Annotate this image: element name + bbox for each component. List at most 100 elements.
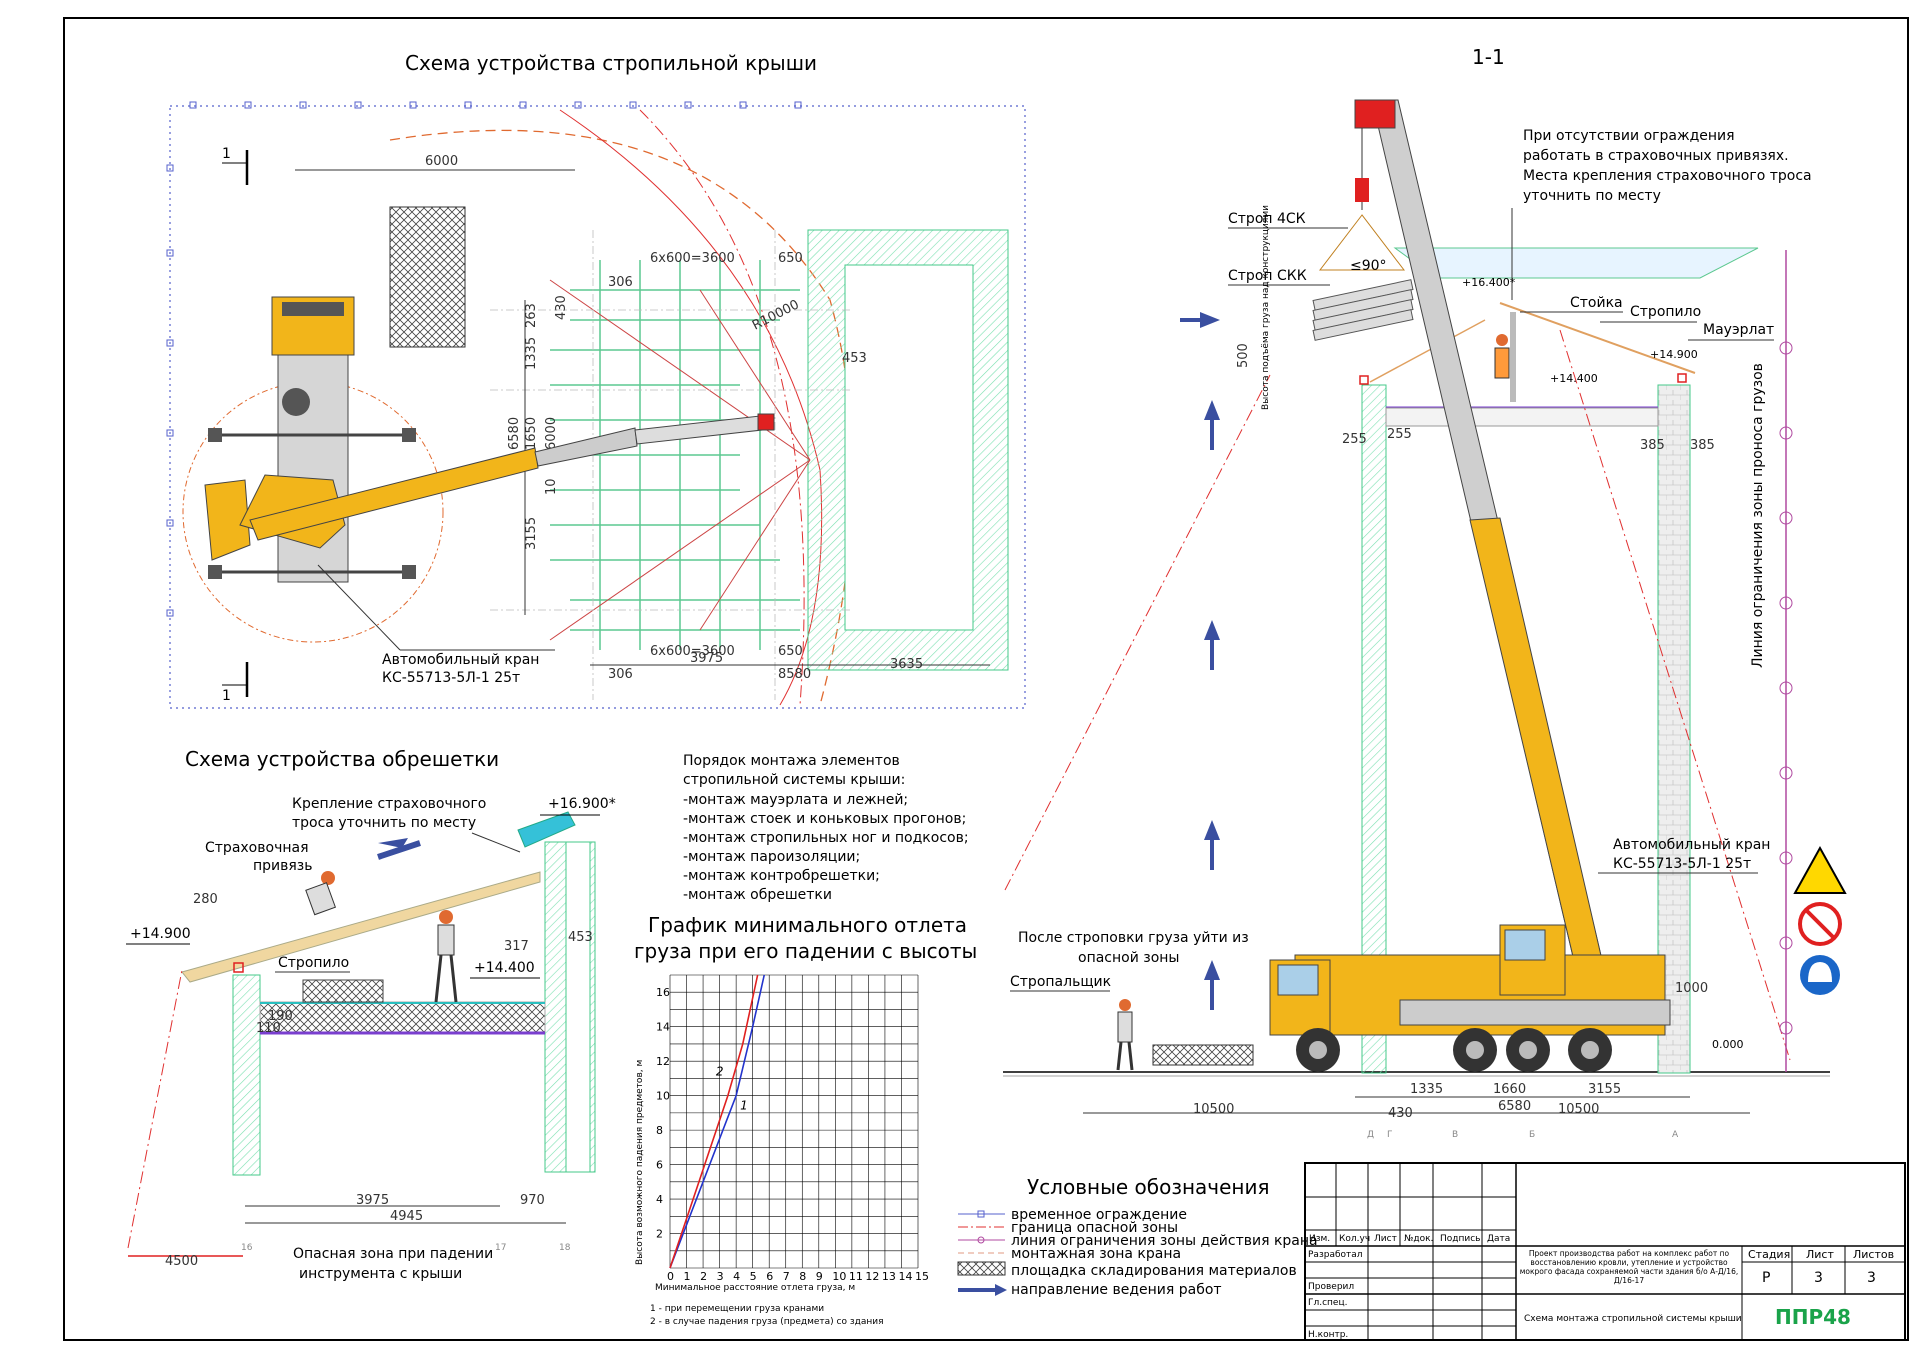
svg-text:Б: Б: [1529, 1130, 1535, 1140]
svg-text:Подпись: Подпись: [1440, 1234, 1480, 1244]
svg-text:-монтаж стоек и коньковых прог: -монтаж стоек и коньковых прогонов;: [683, 811, 966, 827]
svg-text:Р: Р: [1762, 1270, 1770, 1286]
svg-text:Мауэрлат: Мауэрлат: [1703, 322, 1774, 338]
svg-text:306: 306: [608, 275, 633, 290]
chart-x-tick: 4: [733, 1270, 740, 1283]
svg-text:стропильной системы крыши:: стропильной системы крыши:: [683, 772, 905, 788]
svg-text:18: 18: [559, 1243, 571, 1253]
svg-text:6000: 6000: [425, 154, 458, 169]
svg-text:-монтаж мауэрлата и лежней;: -монтаж мауэрлата и лежней;: [683, 792, 908, 808]
svg-text:Н.контр.: Н.контр.: [1308, 1330, 1348, 1340]
svg-text:Дата: Дата: [1487, 1234, 1510, 1244]
svg-text:троса уточнить по месту: троса уточнить по месту: [292, 815, 476, 831]
svg-text:16: 16: [241, 1243, 253, 1253]
svg-text:В: В: [1452, 1130, 1458, 1140]
svg-text:+14.900: +14.900: [130, 926, 191, 942]
chart-y-tick: 14: [656, 1021, 670, 1034]
svg-text:Высота подъёма груза над конст: Высота подъёма груза над конструкциями: [1261, 205, 1271, 410]
svg-text:граница опасной зоны: граница опасной зоны: [1011, 1220, 1178, 1236]
svg-text:3: 3: [1814, 1270, 1823, 1286]
svg-text:Стропило: Стропило: [278, 955, 349, 971]
legend: Условные обозначения временное ограждени…: [957, 1175, 1318, 1298]
svg-text:направление ведения работ: направление ведения работ: [1011, 1282, 1222, 1298]
chart-series-line: [669, 974, 759, 1269]
battens-scheme-title: Схема устройства обрешетки: [185, 747, 499, 771]
svg-text:6000: 6000: [544, 417, 559, 450]
chart-series: 12: [669, 974, 766, 1269]
svg-text:Стойка: Стойка: [1570, 295, 1623, 311]
chart-x-tick: 8: [799, 1270, 806, 1283]
chart-x-tick: 3: [717, 1270, 724, 1283]
chart-x-label: Минимальное расстояние отлета груза, м: [655, 1283, 855, 1293]
svg-text:10500: 10500: [1193, 1102, 1234, 1117]
warning-sign-icon: [1793, 845, 1847, 894]
svg-text:Проверил: Проверил: [1308, 1282, 1354, 1292]
svg-text:3975: 3975: [690, 651, 723, 666]
svg-text:317: 317: [504, 939, 529, 954]
svg-text:1660: 1660: [1493, 1082, 1526, 1097]
svg-text:Страховочная: Страховочная: [205, 840, 309, 856]
svg-text:Лист: Лист: [1374, 1234, 1397, 1244]
rafter-plan: Схема устройства стропильной крыши: [166, 51, 1026, 709]
svg-text:6х600=3600: 6х600=3600: [650, 251, 735, 266]
chart-x-tick: 13: [882, 1270, 896, 1283]
svg-text:3: 3: [1867, 1270, 1876, 1286]
svg-text:970: 970: [520, 1193, 545, 1208]
svg-text:+16.900*: +16.900*: [548, 796, 616, 812]
svg-text:А: А: [1672, 1130, 1679, 1140]
chart-x-tick: 9: [816, 1270, 823, 1283]
svg-text:Листов: Листов: [1853, 1248, 1894, 1261]
svg-text:650: 650: [778, 644, 803, 659]
svg-text:4945: 4945: [390, 1209, 423, 1224]
svg-text:255: 255: [1387, 427, 1412, 442]
svg-text:опасной зоны: опасной зоны: [1078, 950, 1179, 966]
chart-note-1: 1 - при перемещении груза кранами: [650, 1304, 824, 1314]
svg-text:1: 1: [222, 146, 231, 162]
svg-text:306: 306: [608, 667, 633, 682]
svg-text:Лист: Лист: [1806, 1248, 1834, 1261]
svg-text:3975: 3975: [356, 1193, 389, 1208]
svg-text:№док.: №док.: [1404, 1234, 1433, 1244]
svg-text:Стадия: Стадия: [1748, 1248, 1790, 1261]
svg-text:Крепление страховочного: Крепление страховочного: [292, 796, 486, 812]
sheet-frame: [63, 17, 1909, 1341]
svg-text:385: 385: [1690, 438, 1715, 453]
svg-text:6580: 6580: [1498, 1099, 1531, 1114]
svg-text:груза при его падении с высоты: груза при его падении с высоты: [634, 939, 977, 963]
chart-x-tick: 15: [915, 1270, 929, 1283]
svg-text:Опасная зона при падении: Опасная зона при падении: [293, 1246, 493, 1262]
fall-distance-chart: График минимального отлета груза при его…: [634, 913, 977, 1327]
svg-text:Линия ограничения зоны проноса: Линия ограничения зоны проноса грузов: [1750, 363, 1766, 668]
svg-text:17: 17: [495, 1243, 506, 1253]
svg-text:10500: 10500: [1558, 1102, 1599, 1117]
chart-y-tick: 6: [656, 1159, 663, 1172]
chart-grid: [669, 974, 919, 1269]
chart-series-label: 1: [740, 1099, 748, 1113]
chart-y-tick: 2: [656, 1228, 663, 1241]
svg-text:385: 385: [1640, 438, 1665, 453]
svg-text:линия ограничения зоны действи: линия ограничения зоны действия крана: [1011, 1233, 1318, 1249]
svg-text:280: 280: [193, 892, 218, 907]
svg-text:Изм.: Изм.: [1309, 1234, 1330, 1244]
chart-series-line: [669, 974, 766, 1269]
chart-x-tick: 2: [700, 1270, 707, 1283]
svg-text:R10000: R10000: [750, 297, 802, 333]
svg-text:График минимального отлета: График минимального отлета: [648, 913, 967, 937]
svg-text:Строп 4СК: Строп 4СК: [1228, 211, 1306, 227]
svg-text:1: 1: [222, 688, 231, 704]
ppr48-logo: ППР48: [1775, 1305, 1851, 1329]
svg-text:монтажная зона крана: монтажная зона крана: [1011, 1246, 1181, 1262]
chart-y-tick: 16: [656, 986, 670, 999]
svg-text:КС-55713-5Л-1 25т: КС-55713-5Л-1 25т: [1613, 856, 1751, 872]
svg-text:430: 430: [554, 295, 569, 320]
svg-text:3155: 3155: [1588, 1082, 1621, 1097]
assembly-order: Порядок монтажа элементов стропильной си…: [683, 753, 969, 903]
svg-text:инструмента с крыши: инструмента с крыши: [299, 1266, 462, 1282]
svg-text:После строповки груза уйти из: После строповки груза уйти из: [1018, 930, 1249, 946]
chart-y-label: Высота возможного падения предметов, м: [635, 1060, 645, 1265]
svg-text:Кол.уч: Кол.уч: [1339, 1234, 1370, 1244]
svg-text:Д: Д: [1367, 1130, 1374, 1140]
svg-text:+14.900: +14.900: [1650, 348, 1698, 361]
svg-text:площадка складирования материа: площадка складирования материалов: [1011, 1263, 1297, 1279]
